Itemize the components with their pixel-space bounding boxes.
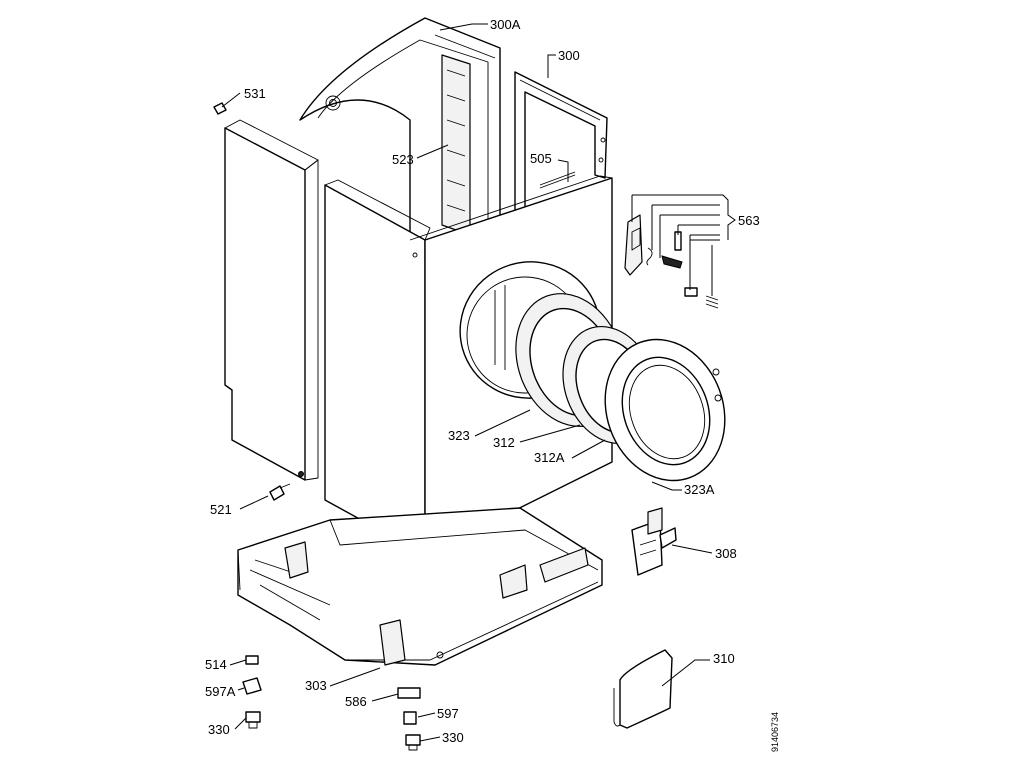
callout-300a: 300A: [490, 17, 521, 32]
callout-323a: 323A: [684, 482, 715, 497]
door-frame-323a: [604, 338, 726, 482]
callout-523: 523: [392, 152, 414, 167]
left-side-panel: [224, 119, 319, 481]
callout-586: 586: [345, 694, 367, 709]
callout-312a: 312A: [534, 450, 565, 465]
fastener-531: [213, 102, 227, 115]
callout-597: 597: [437, 706, 459, 721]
leader-lines: [221, 23, 736, 742]
callout-563: 563: [738, 213, 760, 228]
callout-310: 310: [713, 651, 735, 666]
callout-531: 531: [244, 86, 266, 101]
callout-330-left: 330: [208, 722, 230, 737]
foot-330-left: [245, 711, 261, 729]
foot-330-right: [405, 734, 421, 751]
document-number: 91406734: [770, 712, 780, 752]
fastener-514: [245, 655, 259, 665]
callout-312: 312: [493, 435, 515, 450]
nut-597a: [242, 677, 262, 695]
callout-labels: 300A 300 531 523 505 563 323 312 312A 32…: [205, 17, 780, 752]
callout-323: 323: [448, 428, 470, 443]
fastener-521: [269, 483, 291, 501]
filter-cover-310: [613, 649, 673, 729]
callout-303: 303: [305, 678, 327, 693]
callout-521: 521: [210, 502, 232, 517]
door-hinge-parts: [624, 214, 719, 309]
door-lock-308: [631, 507, 677, 576]
callout-597a: 597A: [205, 684, 236, 699]
cabinet-rear-frame: [299, 17, 501, 276]
callout-330-right: 330: [442, 730, 464, 745]
base-frame-303: [237, 507, 603, 699]
callout-514: 514: [205, 657, 227, 672]
callout-505: 505: [530, 151, 552, 166]
callout-308: 308: [715, 546, 737, 561]
nut-597: [403, 711, 417, 725]
callout-300: 300: [558, 48, 580, 63]
